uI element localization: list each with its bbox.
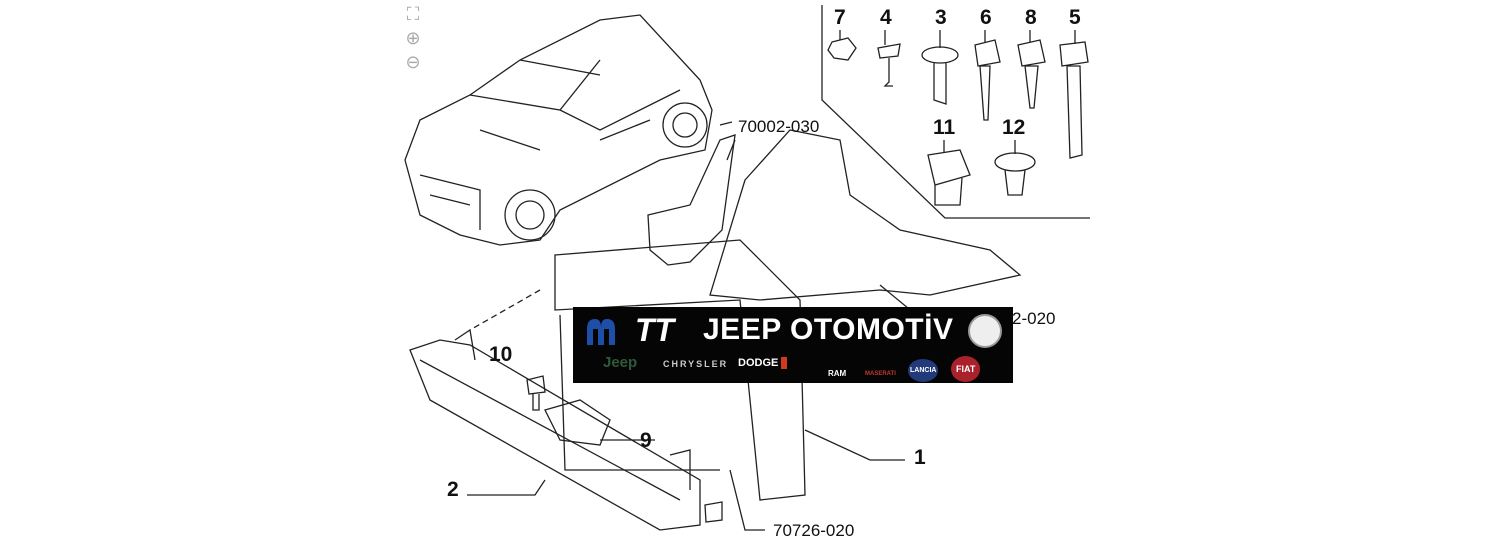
callout-6: 6 (980, 6, 992, 29)
callout-5: 5 (1069, 6, 1081, 29)
callout-11: 11 (933, 116, 956, 139)
banner-title: JEEP OTOMOTİV (703, 313, 954, 346)
part-code-020: 2-020 (1012, 309, 1056, 328)
fit-screen-icon[interactable]: ⛶ (406, 4, 420, 24)
jeep-logo: Jeep (603, 354, 638, 371)
callout-1: 1 (914, 446, 926, 469)
callout-4: 4 (880, 6, 892, 29)
callout-9: 9 (640, 429, 652, 452)
ram-logo: RAM (828, 369, 847, 378)
lancia-logo: LANCIA (908, 359, 939, 382)
fasteners (827, 37, 1089, 206)
part-code-70726-020: 70726-020 (773, 521, 855, 540)
dodge-logo: DODGE (738, 357, 788, 369)
callout-10: 10 (489, 343, 513, 366)
callout-7: 7 (834, 6, 846, 29)
alfa-romeo-logo (968, 314, 1002, 348)
part-code-70002-030: 70002-030 (738, 117, 820, 136)
zoom-in-icon[interactable]: ⊕ (405, 28, 421, 48)
fiat-logo: FIAT (951, 356, 981, 382)
tt-logo: TT (635, 312, 675, 348)
callout-3: 3 (935, 6, 947, 29)
car-illustration (404, 14, 713, 246)
fastener-box-outline (821, 5, 1090, 219)
mopar-logo (587, 319, 615, 345)
maserati-logo: MASERATI (865, 371, 896, 377)
watermark-banner: TT JEEP OTOMOTİV Jeep CHRYSLER DODGE RAM… (573, 307, 1013, 383)
callout-8: 8 (1025, 6, 1037, 29)
callout-12: 12 (1002, 116, 1026, 139)
callout-2: 2 (447, 478, 459, 501)
zoom-out-icon[interactable]: ⊖ (405, 52, 421, 72)
chrysler-logo: CHRYSLER (663, 359, 729, 369)
